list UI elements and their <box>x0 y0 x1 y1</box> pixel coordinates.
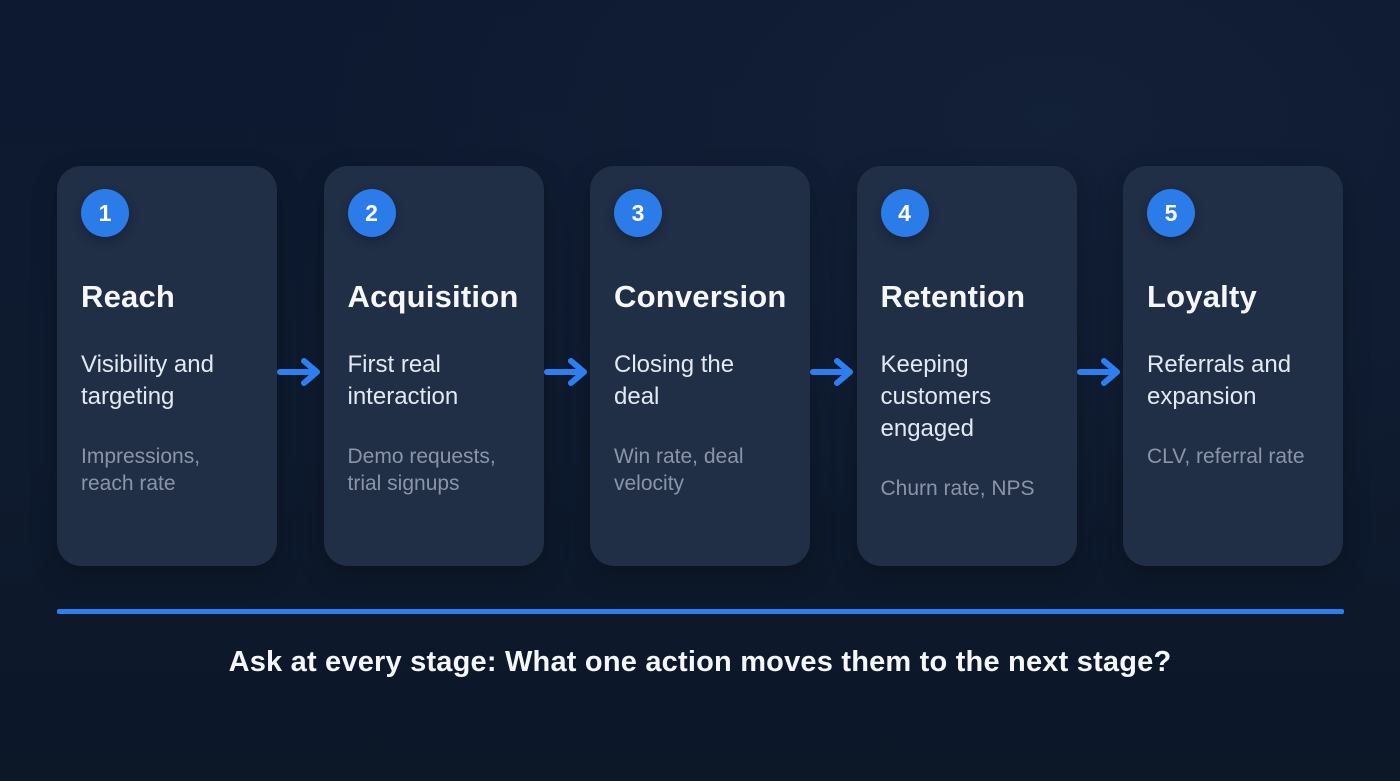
arrow-right-icon <box>543 356 590 388</box>
stage-metrics: Win rate, deal velocity <box>614 445 744 495</box>
arrow-right-icon <box>810 356 856 388</box>
stage-number-badge: 4 <box>880 189 929 237</box>
stage-title: Loyalty <box>1147 279 1257 314</box>
stage-metrics: CLV, referral rate <box>1147 445 1305 468</box>
stage-metrics: Demo requests, trial signups <box>347 445 496 495</box>
stage-title: Conversion <box>614 279 787 314</box>
stage-title: Acquisition <box>347 279 519 314</box>
stage-number-badge: 1 <box>81 189 129 237</box>
divider-line <box>57 609 1344 614</box>
footer-question: Ask at every stage: What one action move… <box>228 646 1172 678</box>
stage-number-badge: 2 <box>347 189 396 237</box>
stage-description: Referrals and expansion <box>1147 351 1292 410</box>
funnel-stages-row: 1 Reach Visibility and targeting Impress… <box>57 166 1343 566</box>
stage-card-reach: 1 Reach Visibility and targeting Impress… <box>57 166 277 566</box>
stage-title: Retention <box>880 279 1026 314</box>
stage-metrics: Impressions, reach rate <box>81 445 201 495</box>
stage-card-conversion: 3 Conversion Closing the deal Win rate, … <box>590 166 810 566</box>
arrow-right-icon <box>277 356 323 388</box>
stage-description: Visibility and targeting <box>81 351 214 410</box>
stage-title: Reach <box>81 279 176 314</box>
stage-description: Keeping customers engaged <box>880 351 992 442</box>
stage-card-loyalty: 5 Loyalty Referrals and expansion CLV, r… <box>1123 166 1343 566</box>
stage-card-retention: 4 Retention Keeping customers engaged Ch… <box>856 166 1077 566</box>
stage-description: First real interaction <box>347 351 459 410</box>
stage-number-badge: 5 <box>1147 189 1195 237</box>
stage-number-badge: 3 <box>614 189 662 237</box>
arrow-right-icon <box>1076 356 1123 388</box>
stage-description: Closing the deal <box>614 351 735 410</box>
stage-card-acquisition: 2 Acquisition First real interaction Dem… <box>323 166 544 566</box>
stage-metrics: Churn rate, NPS <box>880 477 1035 500</box>
